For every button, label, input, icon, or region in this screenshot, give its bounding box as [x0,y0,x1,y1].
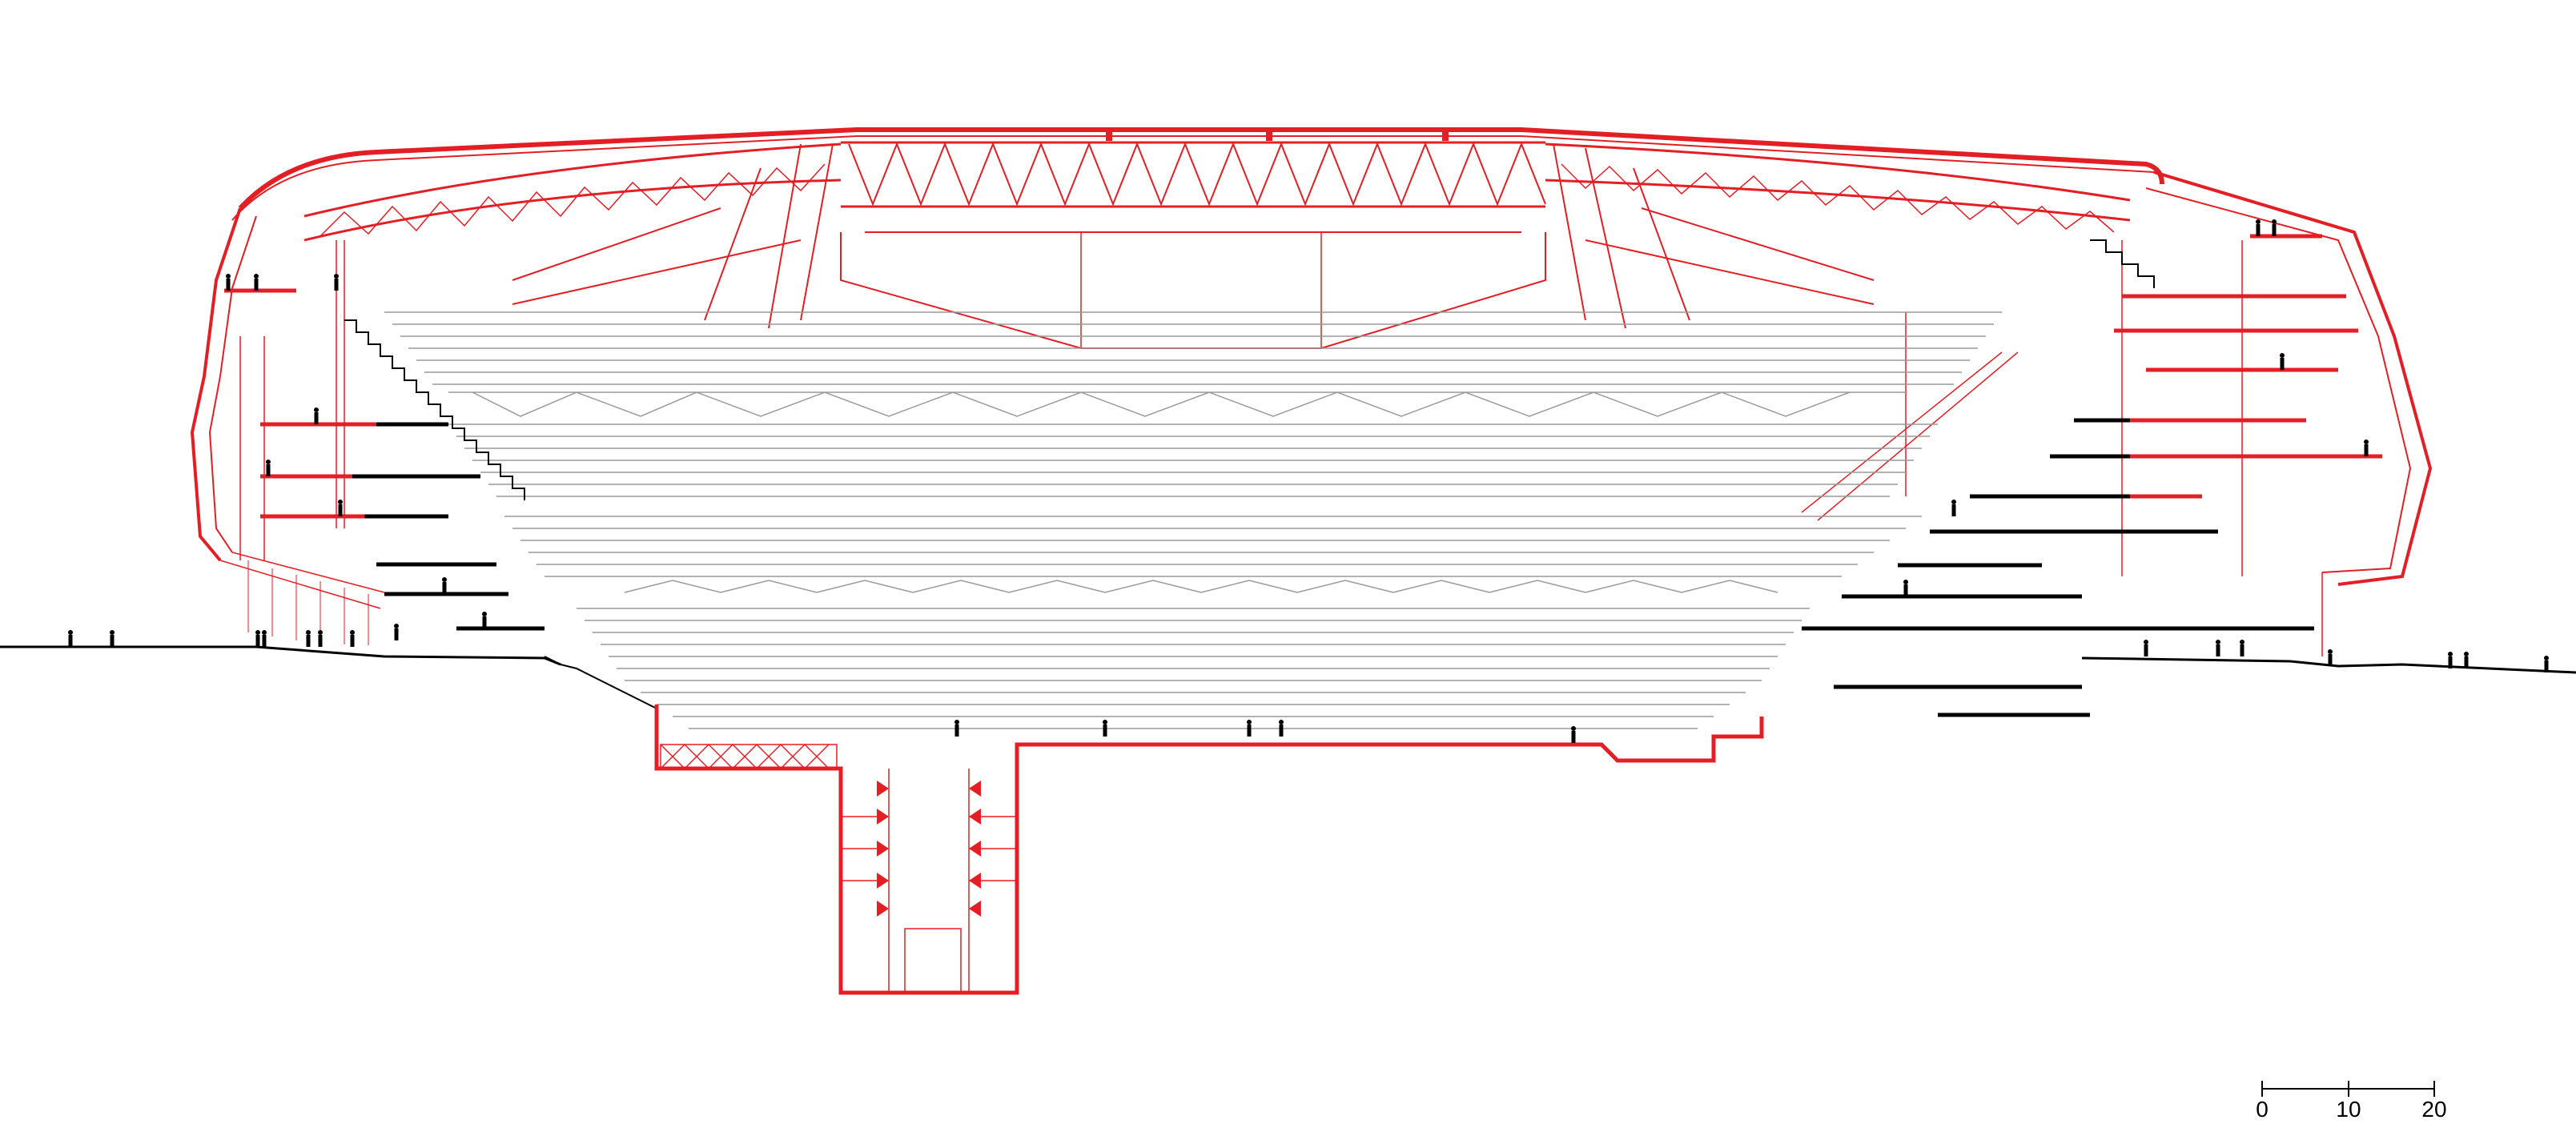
roof-structure [231,127,2164,349]
scale-label-10: 10 [2336,1097,2361,1122]
right-facade [1801,171,2433,717]
left-facade [190,207,545,645]
scale-label-20: 20 [2421,1097,2447,1122]
ground-line [0,645,2576,674]
seating-tiers [384,311,2002,729]
pitch-and-basement [654,704,1764,995]
left-stair [344,319,525,500]
scale-bar [2261,1081,2435,1097]
scale-label-0: 0 [2256,1097,2269,1122]
